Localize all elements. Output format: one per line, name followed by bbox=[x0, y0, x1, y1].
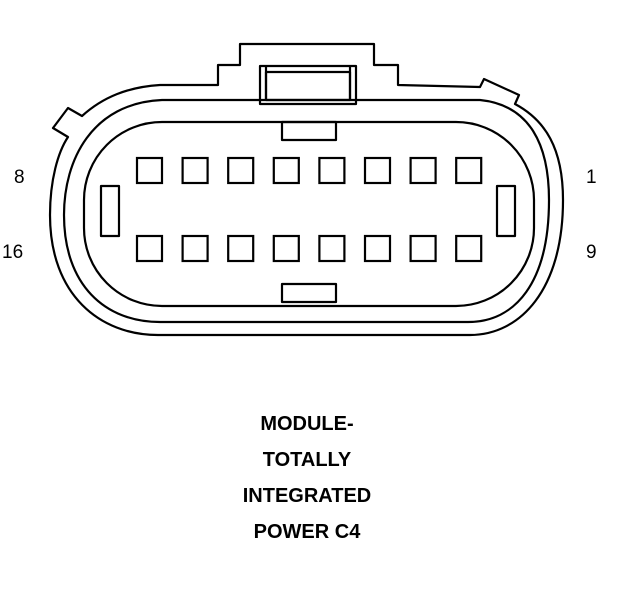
pin-cavity-5 bbox=[272, 156, 300, 185]
pin-cavity-13 bbox=[272, 234, 300, 263]
pin-label-9: 9 bbox=[586, 242, 597, 263]
left-side-key bbox=[99, 184, 121, 238]
pin-cavity-9 bbox=[455, 234, 483, 263]
connector-inner-shell bbox=[62, 98, 551, 324]
pin-cavity-3 bbox=[363, 156, 392, 185]
pin-cavity-2 bbox=[409, 156, 437, 185]
bottom-key bbox=[280, 282, 338, 304]
caption-line-2: TOTALLY bbox=[262, 449, 352, 471]
pin-cavity-1 bbox=[455, 156, 483, 185]
pin-cavity-11 bbox=[363, 234, 392, 263]
pin-cavity bbox=[82, 120, 536, 308]
pin-cavity-4 bbox=[318, 156, 346, 185]
right-side-key bbox=[495, 184, 517, 238]
pin-cavity-12 bbox=[318, 234, 346, 263]
pin-label-1: 1 bbox=[586, 167, 597, 188]
caption-line-3: INTEGRATED bbox=[242, 485, 372, 507]
locking-tab-outer bbox=[258, 64, 358, 106]
pin-label-16: 16 bbox=[2, 242, 23, 263]
top-key bbox=[280, 120, 338, 142]
pin-cavity-14 bbox=[227, 234, 255, 263]
connector-outer-shell bbox=[48, 42, 565, 337]
pin-cavity-15 bbox=[181, 234, 209, 263]
pin-label-8: 8 bbox=[14, 167, 25, 188]
pin-cavity-10 bbox=[409, 234, 437, 263]
caption-line-4: POWER C4 bbox=[253, 521, 361, 543]
caption-line-1: MODULE- bbox=[260, 413, 354, 435]
locking-tab-inner bbox=[264, 70, 352, 102]
connector-caption: MODULE- TOTALLY INTEGRATED POWER C4 bbox=[0, 406, 614, 550]
pin-cavity-7 bbox=[181, 156, 209, 185]
pin-cavity-8 bbox=[135, 156, 164, 185]
pin-cavity-6 bbox=[227, 156, 255, 185]
pin-cavity-16 bbox=[135, 234, 164, 263]
